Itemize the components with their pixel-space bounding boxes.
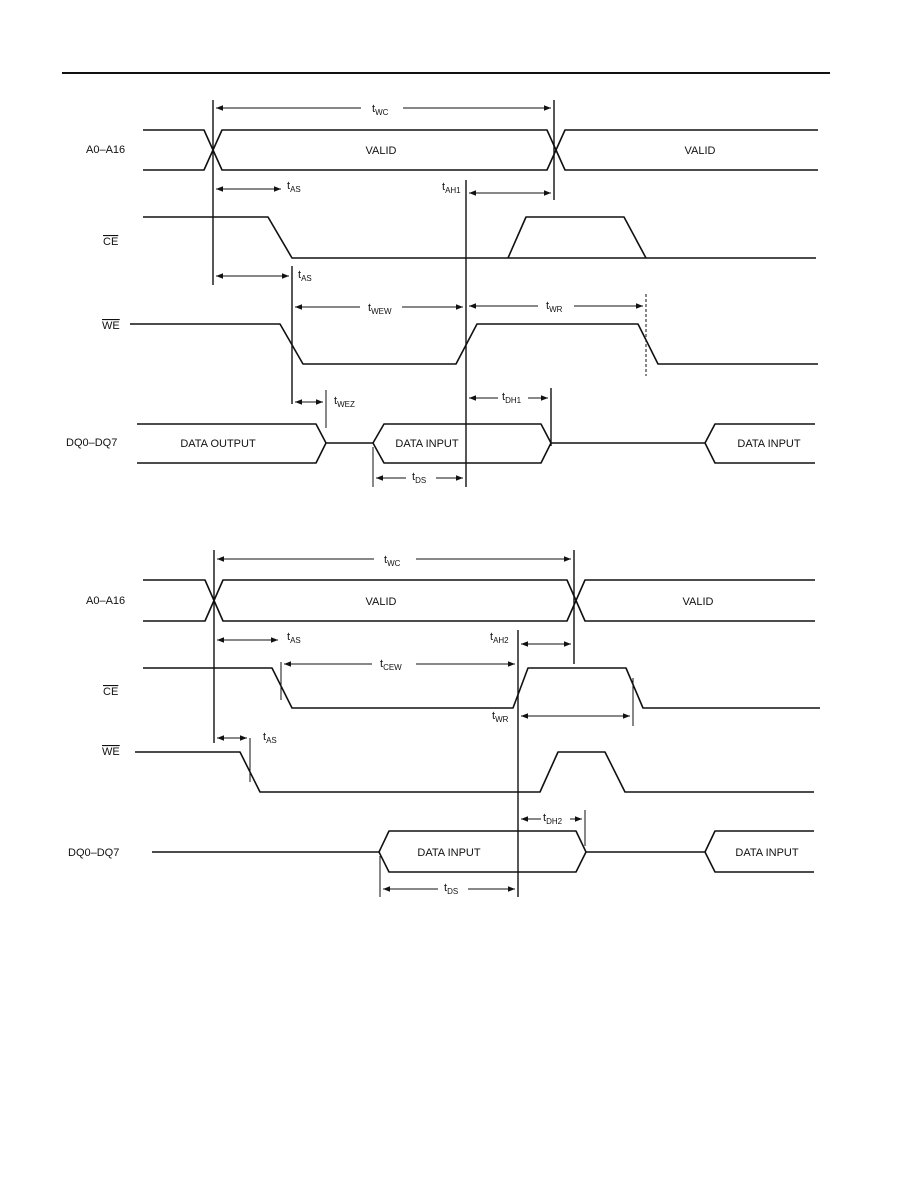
timing-label-tdh2: tDH2 <box>543 812 563 826</box>
timing-label-tah2: tAH2 <box>490 631 509 645</box>
timing-label-tah1: tAH1 <box>442 181 461 195</box>
addr-valid-cell-1: VALID <box>366 596 397 608</box>
timing-label-twew: tWEW <box>368 302 392 316</box>
timing-label-tdh1: tDH1 <box>502 391 522 405</box>
ce-waveform <box>143 667 820 709</box>
timing-label-tcew: tCEW <box>380 658 402 672</box>
timing-label-tds: tDS <box>444 882 458 896</box>
timing-label-twc: tWC <box>384 554 401 568</box>
dq-data-output-cell: DATA OUTPUT <box>180 438 256 450</box>
dq-waveform <box>152 830 814 873</box>
timing-label-tas1: tAS <box>287 631 301 645</box>
timing-label-twc: tWC <box>372 103 389 117</box>
ce-waveform <box>143 216 816 259</box>
signal-label-ce: CE <box>103 236 118 248</box>
timing-label-twr: tWR <box>492 710 509 724</box>
addr-valid-cell-2: VALID <box>685 145 716 157</box>
timing-label-tds: tDS <box>412 471 426 485</box>
signal-label-addr: A0–A16 <box>86 595 125 607</box>
timing-label-tas1: tAS <box>287 180 301 194</box>
addr-bus-waveform <box>143 579 815 622</box>
dq-data-input-cell-1: DATA INPUT <box>417 847 480 859</box>
signal-label-we: WE <box>102 746 120 758</box>
we-waveform <box>135 751 814 793</box>
diagram-ce-controlled-write: A0–A16 CE WE DQ0–DQ7 VALID VALID DATA IN… <box>68 550 820 897</box>
timing-label-twez: tWEZ <box>334 395 355 409</box>
timing-label-tas2: tAS <box>263 731 277 745</box>
dq-data-input-cell-1: DATA INPUT <box>395 438 458 450</box>
signal-label-dq: DQ0–DQ7 <box>66 437 117 449</box>
dq-data-input-cell-2: DATA INPUT <box>737 438 800 450</box>
addr-valid-cell-1: VALID <box>366 145 397 157</box>
diagram-we-controlled-write: A0–A16 CE WE DQ0–DQ7 VALID VALID DATA OU… <box>66 100 818 487</box>
timing-label-tas2: tAS <box>298 269 312 283</box>
addr-bus-waveform <box>143 129 818 171</box>
signal-label-we: WE <box>102 320 120 332</box>
dq-data-input-cell-2: DATA INPUT <box>735 847 798 859</box>
addr-valid-cell-2: VALID <box>683 596 714 608</box>
signal-label-dq: DQ0–DQ7 <box>68 847 119 859</box>
signal-label-ce: CE <box>103 686 118 698</box>
we-waveform <box>130 323 818 365</box>
timing-label-twr: tWR <box>546 300 563 314</box>
signal-label-addr: A0–A16 <box>86 144 125 156</box>
